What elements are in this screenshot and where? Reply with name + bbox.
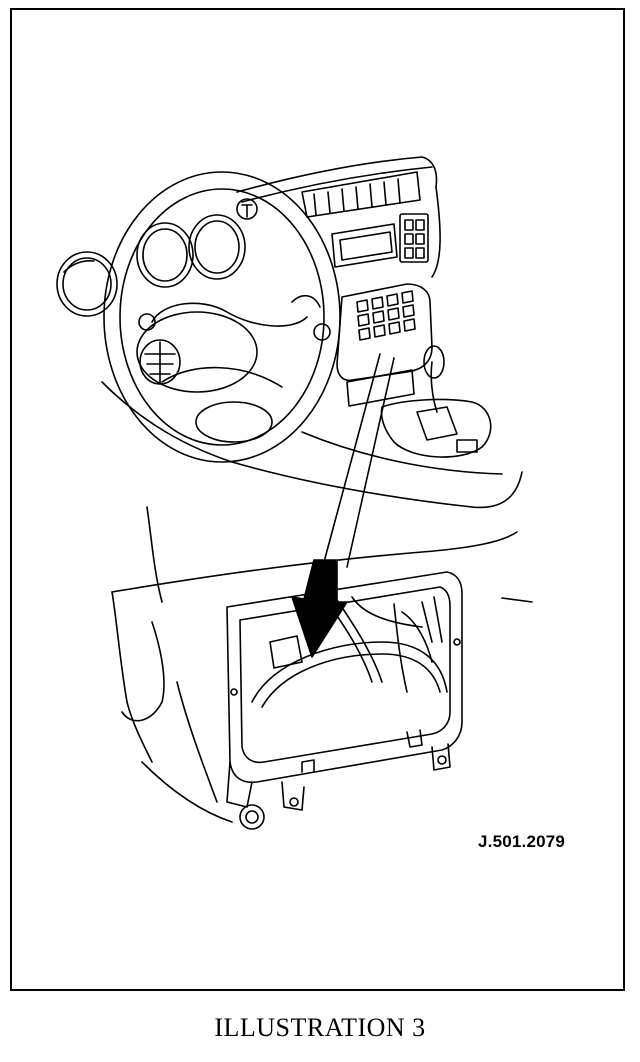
switch-pack [399, 213, 429, 263]
callout-leader-lines [323, 353, 395, 568]
dashboard-top-outline [101, 156, 523, 509]
instrument-cluster [136, 198, 258, 288]
reference-code: J.501.2079 [478, 832, 566, 851]
gear-selector [380, 345, 492, 458]
steering-wheel [103, 171, 341, 463]
air-vent-center [301, 171, 421, 218]
wiring-harness [326, 599, 408, 693]
outer-gauge-left [56, 251, 118, 317]
illustration-frame [10, 8, 625, 991]
info-display [331, 223, 398, 268]
figure-caption: ILLUSTRATION 3 [214, 1013, 426, 1042]
mounting-brackets [226, 638, 461, 830]
console-housing-frame [226, 571, 463, 784]
dashboard-line-drawing [56, 156, 533, 830]
center-console-upper [336, 283, 433, 407]
fascia-panel-outline [111, 506, 533, 823]
arrow-down-icon [291, 559, 348, 658]
